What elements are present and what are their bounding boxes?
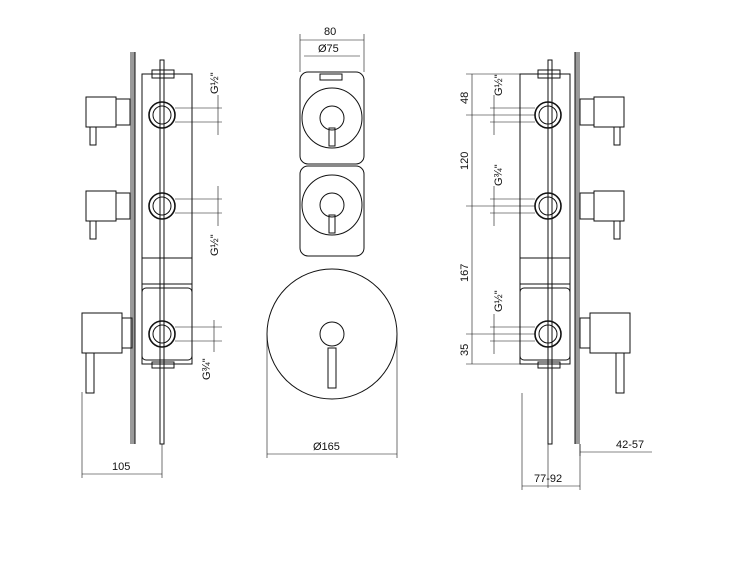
left-port-3 <box>148 320 176 348</box>
thread-label-left-3: G¾" <box>201 358 213 380</box>
front-dial-1 <box>301 87 363 149</box>
dim-167: 167 <box>459 264 471 282</box>
left-port-1 <box>148 101 176 129</box>
front-round-plate <box>266 268 398 400</box>
dim-77-92: 77-92 <box>534 473 562 485</box>
right-handle-2 <box>593 190 625 222</box>
thread-label-right-1: G½" <box>493 74 505 96</box>
left-wall <box>130 52 135 444</box>
left-side-view <box>81 52 222 478</box>
dim-42-57: 42-57 <box>616 439 644 451</box>
front-lever <box>327 347 337 389</box>
right-body <box>519 73 571 365</box>
dim-80: 80 <box>324 26 336 38</box>
right-side-view <box>466 52 652 490</box>
right-wall <box>575 52 580 444</box>
dim-120: 120 <box>459 152 471 170</box>
left-handle-2 <box>85 190 117 222</box>
dim-105: 105 <box>112 461 130 473</box>
thread-label-left-1: G½" <box>209 72 221 94</box>
dim-35: 35 <box>459 344 471 356</box>
left-handle-1 <box>85 96 117 128</box>
front-dial-2 <box>301 174 363 236</box>
left-body <box>141 73 193 365</box>
front-upper-plate <box>299 71 365 165</box>
front-middle-plate <box>299 165 365 257</box>
right-handle-1 <box>593 96 625 128</box>
thread-label-right-3: G½" <box>493 290 505 312</box>
right-lever-handle <box>589 312 631 354</box>
thread-label-right-2: G¾" <box>493 164 505 186</box>
dim-48: 48 <box>459 92 471 104</box>
dim-dia-75: Ø75 <box>318 43 339 55</box>
dim-dia-165: Ø165 <box>313 441 340 453</box>
left-lever-handle <box>81 312 123 354</box>
front-view <box>266 34 398 458</box>
thread-label-left-2: G½" <box>209 234 221 256</box>
left-port-2 <box>148 192 176 220</box>
